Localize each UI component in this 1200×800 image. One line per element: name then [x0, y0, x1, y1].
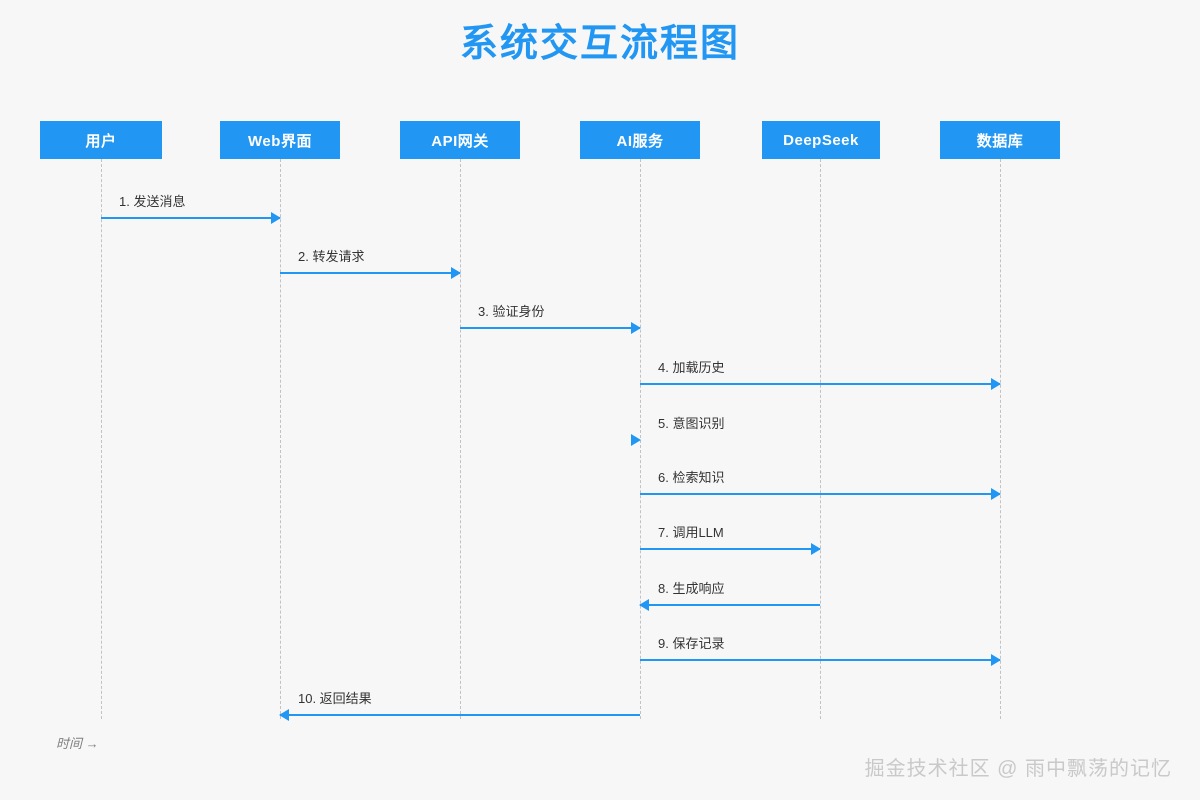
message-arrowhead	[991, 488, 1001, 500]
message-label: 10. 返回结果	[298, 691, 372, 706]
message-label: 7. 调用LLM	[658, 525, 724, 540]
lifeline-web	[280, 159, 281, 719]
message-arrowhead	[811, 543, 821, 555]
participant-label: AI服务	[616, 132, 664, 150]
lifeline-database	[1000, 159, 1001, 719]
watermark: 掘金技术社区 @ 雨中飘荡的记忆	[864, 758, 1172, 780]
message-line	[280, 714, 640, 716]
message-arrowhead	[639, 599, 649, 611]
message-label: 5. 意图识别	[658, 416, 725, 431]
participant-label: API网关	[431, 132, 489, 150]
message-line	[280, 272, 460, 274]
message-label: 1. 发送消息	[119, 194, 186, 209]
participant-label: 用户	[85, 132, 117, 150]
message-arrowhead	[631, 322, 641, 334]
message-line	[460, 327, 640, 329]
message-label: 8. 生成响应	[658, 581, 725, 596]
message-line	[640, 604, 820, 606]
participant-user[interactable]: 用户	[40, 121, 162, 159]
message-label: 2. 转发请求	[298, 249, 365, 264]
message-label: 3. 验证身份	[478, 304, 545, 319]
participant-gateway[interactable]: API网关	[400, 121, 520, 159]
message-arrowhead	[991, 378, 1001, 390]
message-arrowhead	[271, 212, 281, 224]
message-line	[640, 493, 1000, 495]
message-line	[640, 383, 1000, 385]
message-line	[640, 659, 1000, 661]
message-label: 4. 加载历史	[658, 360, 725, 375]
participant-web[interactable]: Web界面	[220, 121, 340, 159]
message-arrowhead	[451, 267, 461, 279]
participant-ai[interactable]: AI服务	[580, 121, 700, 159]
message-label: 6. 检索知识	[658, 470, 725, 485]
time-axis-label: 时间 →	[56, 736, 99, 751]
lifeline-gateway	[460, 159, 461, 719]
lifeline-user	[101, 159, 102, 719]
message-line	[640, 548, 820, 550]
participant-label: 数据库	[976, 132, 1024, 150]
message-arrowhead	[991, 654, 1001, 666]
lifeline-deepseek	[820, 159, 821, 719]
participant-label: DeepSeek	[783, 131, 859, 149]
message-label: 9. 保存记录	[658, 636, 725, 651]
message-arrowhead	[631, 434, 641, 446]
participant-database[interactable]: 数据库	[940, 121, 1060, 159]
participant-label: Web界面	[248, 132, 312, 150]
participant-deepseek[interactable]: DeepSeek	[762, 121, 880, 159]
message-arrowhead	[279, 709, 289, 721]
message-line	[101, 217, 280, 219]
page-title: 系统交互流程图	[459, 23, 740, 65]
